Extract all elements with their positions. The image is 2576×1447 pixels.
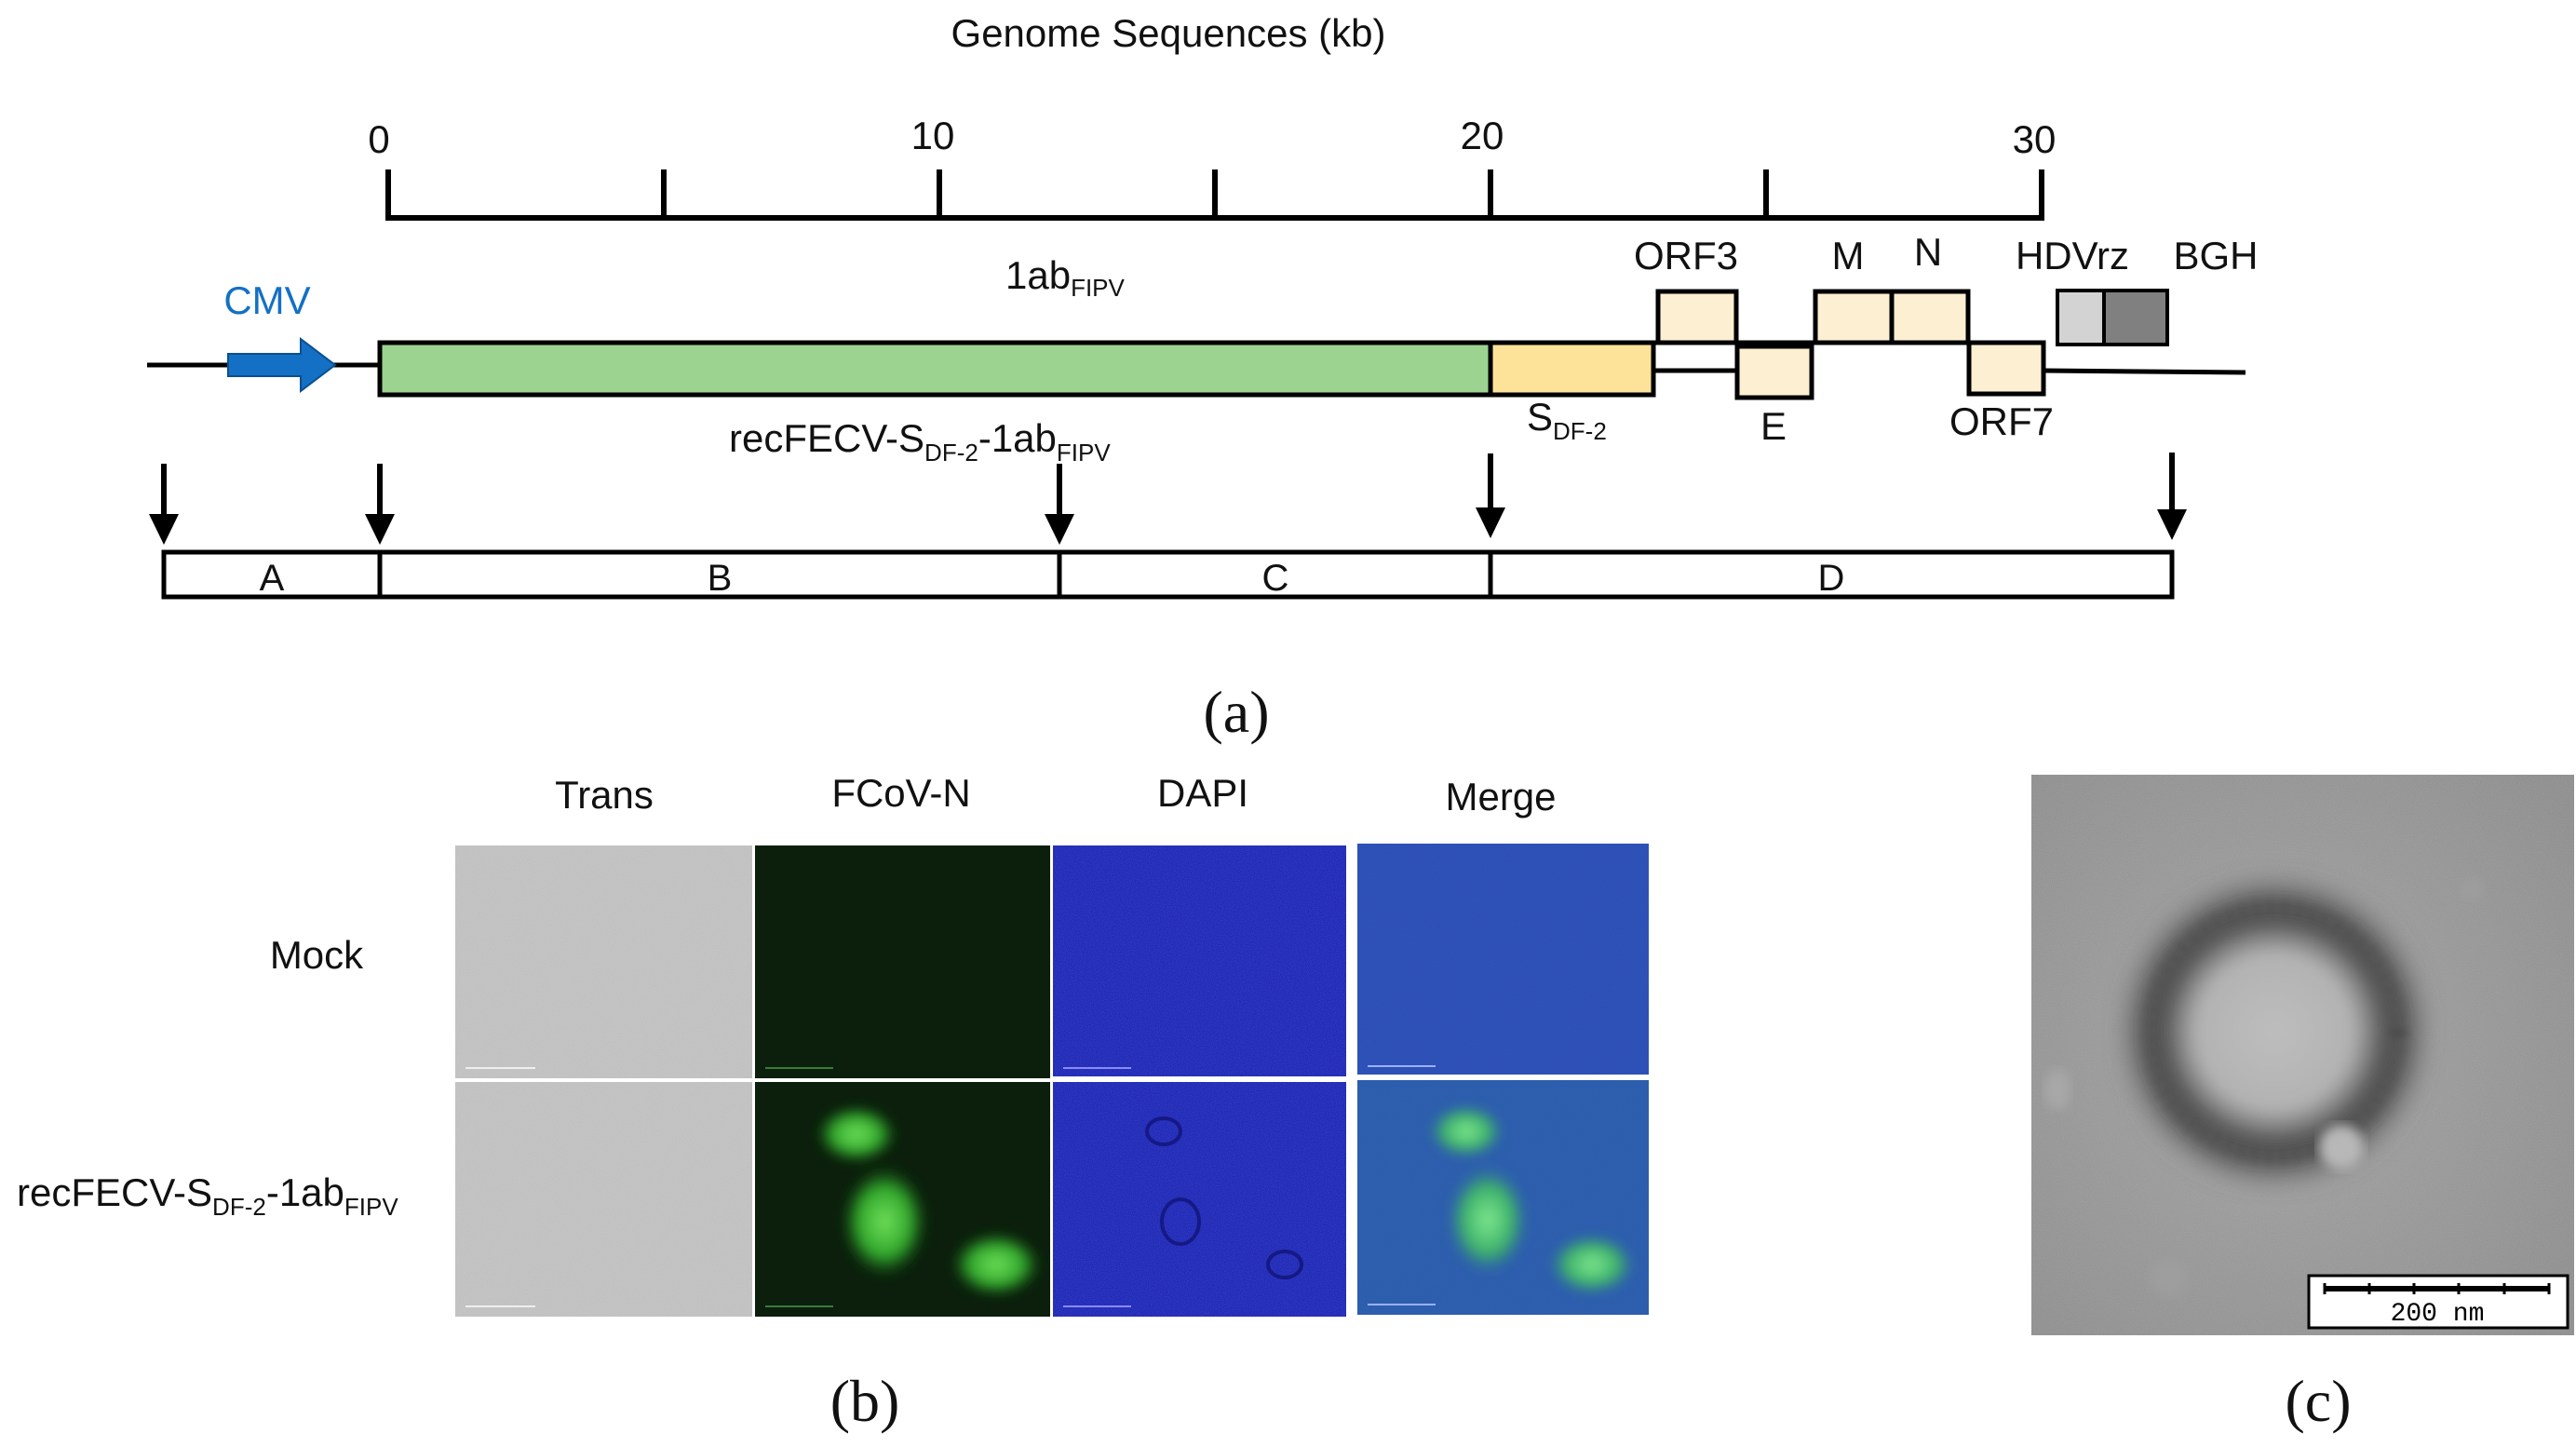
hdvrz-label: HDVrz [2016, 234, 2129, 277]
gene-orf3-box [1655, 289, 1739, 345]
micrograph-mock-dapi [1053, 845, 1346, 1076]
s-df2-label: SDF-2 [1527, 395, 1607, 445]
gene-orf7-box [1966, 340, 2046, 397]
panel-a-letter: (a) [1203, 679, 1269, 745]
m-label: M [1832, 234, 1865, 277]
micrograph-mock-merge [1357, 844, 1649, 1075]
col-header-fcov-n: FCoV-N [831, 771, 970, 815]
gene-m-box [1813, 289, 1895, 345]
col-header-dapi: DAPI [1157, 771, 1248, 815]
fragment-b-label: B [708, 558, 733, 599]
micrograph-mock-trans [455, 845, 752, 1078]
fragment-map [161, 549, 2175, 600]
kb-ruler [385, 169, 2044, 221]
micrograph-rec-trans [455, 1082, 752, 1317]
micrograph-mock-fcov-n [755, 845, 1050, 1078]
panel-c-letter: (c) [2285, 1368, 2351, 1434]
gene-s-box [1488, 340, 1656, 398]
scale-title: Genome Sequences (kb) [951, 11, 1386, 55]
tick-label-30: 30 [2013, 117, 2057, 161]
n-label: N [1914, 230, 1942, 274]
fragment-a-label: A [260, 558, 285, 599]
em-micrograph [2031, 775, 2574, 1335]
gene-e-box [1734, 344, 1814, 400]
bgh-label: BGH [2173, 234, 2258, 277]
construct-label: recFECV-SDF-2-1abFIPV [729, 416, 1111, 467]
tick-label-20: 20 [1461, 114, 1504, 157]
panel-c: 200 nm (c) [2031, 775, 2574, 1434]
em-scale-bar: 200 nm [2307, 1274, 2569, 1330]
row-label-recfecv: recFECV-SDF-2-1abFIPV [17, 1170, 398, 1221]
panel-a: Genome Sequences (kb) 0 10 20 30 CMV [147, 11, 2259, 745]
col-header-merge: Merge [1445, 775, 1556, 818]
e-label: E [1760, 404, 1787, 448]
micrograph-rec-dapi [1053, 1082, 1346, 1317]
col-header-trans: Trans [555, 773, 654, 817]
micrograph-rec-merge [1357, 1080, 1649, 1315]
orf3-label: ORF3 [1634, 234, 1738, 277]
tick-label-10: 10 [911, 114, 955, 157]
fragment-d-label: D [1818, 558, 1845, 599]
orf7-label: ORF7 [1949, 399, 2054, 443]
micrograph-rec-fcov-n [755, 1082, 1050, 1317]
1ab-label: 1abFIPV [1005, 253, 1126, 302]
cmv-label: CMV [223, 278, 310, 322]
tick-label-0: 0 [368, 117, 389, 161]
bgh-box [2102, 289, 2169, 346]
gene-n-box [1889, 289, 1971, 345]
cmv-promoter-arrow [227, 336, 337, 394]
panel-b: Trans FCoV-N DAPI Merge Mock recFECV-SDF… [17, 771, 1649, 1434]
scale-bar-label: 200 nm [2391, 1300, 2485, 1329]
fragment-c-label: C [1262, 558, 1289, 599]
hdvrz-box [2056, 289, 2106, 346]
gene-1ab-box [377, 340, 1493, 398]
row-label-mock: Mock [270, 933, 364, 977]
panel-b-letter: (b) [830, 1368, 900, 1434]
fragment-arrows [149, 453, 2187, 545]
